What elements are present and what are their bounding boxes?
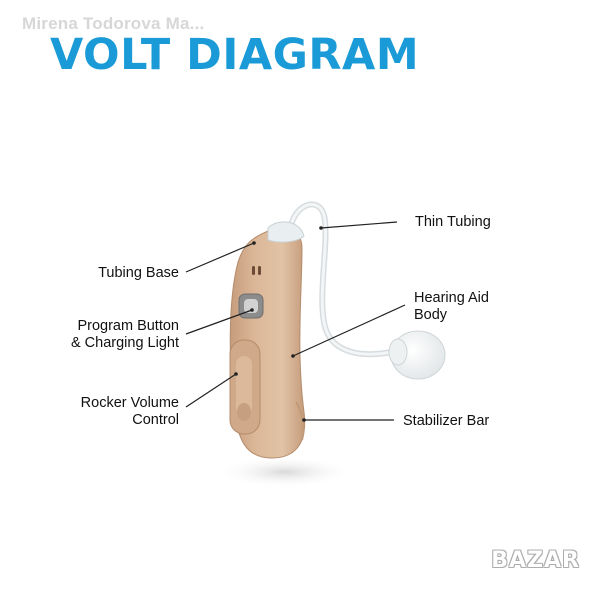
floor-shadow xyxy=(215,456,355,488)
label-program-button: Program Button & Charging Light xyxy=(70,318,179,351)
ear-dome xyxy=(388,330,446,380)
leader-line-hearing-aid-body xyxy=(292,304,406,357)
bazar-logo: BAZAR xyxy=(491,548,580,573)
label-stabilizer-bar: Stabilizer Bar xyxy=(403,413,490,429)
rocker-volume-control xyxy=(229,339,261,435)
program-button xyxy=(238,293,264,319)
page-title: VOLT DIAGRAM xyxy=(50,30,420,80)
leader-line-tubing-base xyxy=(185,242,255,273)
label-hearing-aid-body: Hearing Aid Body xyxy=(414,290,489,323)
label-thin-tubing: Thin Tubing xyxy=(415,214,491,230)
leader-line-rocker-volume xyxy=(185,373,237,408)
tubing-base xyxy=(267,221,305,243)
seller-watermark: Mirena Todorova Ma... xyxy=(22,14,205,33)
label-tubing-base: Tubing Base xyxy=(98,265,179,281)
label-rocker-volume-control: Rocker Volume Control xyxy=(80,395,179,428)
leader-line-thin-tubing xyxy=(320,221,398,229)
microphone-port xyxy=(252,266,255,275)
leader-line-program-button xyxy=(185,309,253,335)
